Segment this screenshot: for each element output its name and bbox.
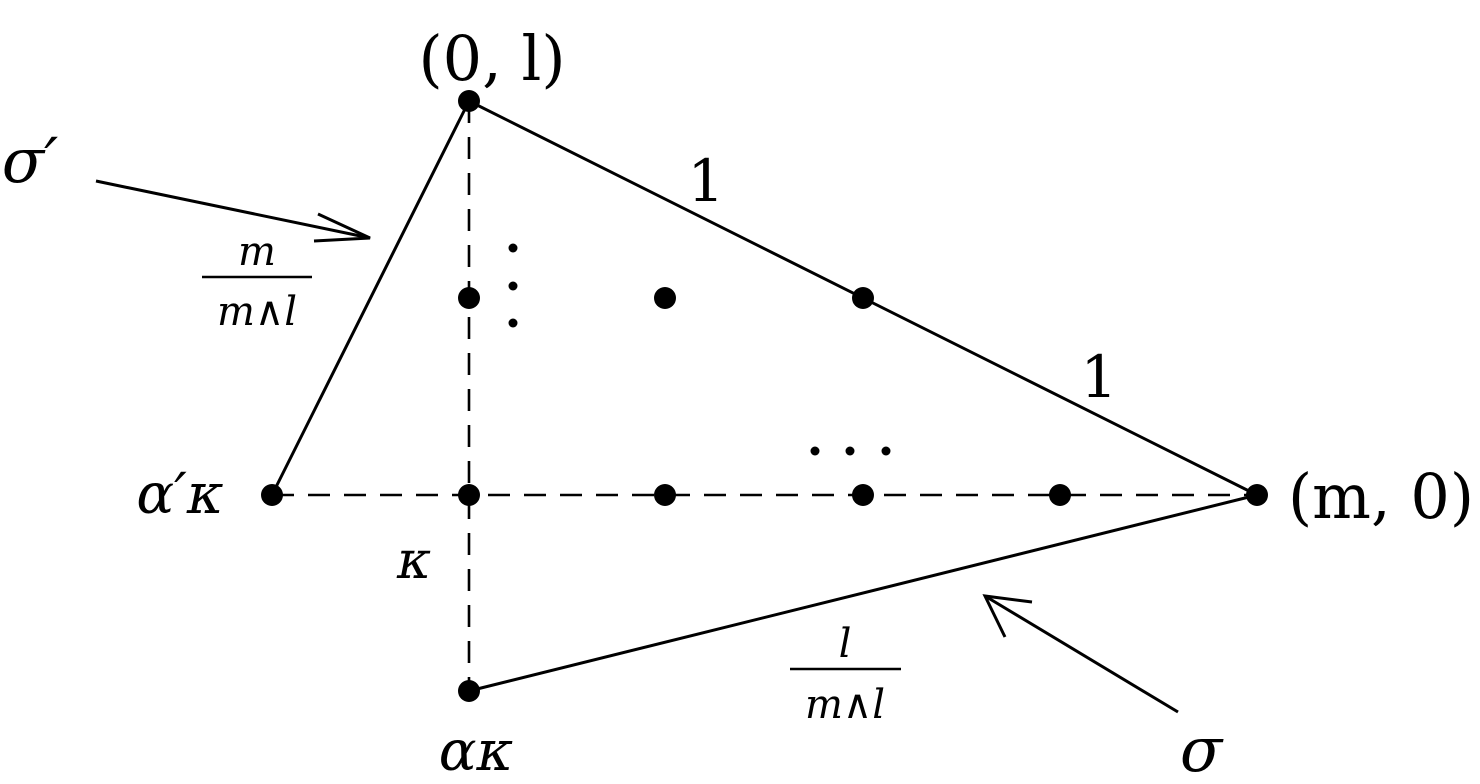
point-0-l: [458, 90, 480, 112]
point-origin: [458, 484, 480, 506]
frac-left-numerator: m: [238, 229, 276, 275]
frac-bottom-denominator: m∧l: [805, 682, 885, 728]
vertical-ellipsis: [508, 243, 518, 328]
frac-left-denominator: m∧l: [217, 289, 297, 335]
point-row-3: [1049, 484, 1071, 506]
point-row-1: [654, 484, 676, 506]
edge-alpha-to-right: [468, 493, 1258, 693]
label-edge-upper-b: 1: [1081, 343, 1118, 411]
point-upper-middle: [654, 287, 676, 309]
arrow-sigma-prime-shaft: [95, 179, 371, 240]
point-alpha-prime-kappa: [261, 484, 283, 506]
point-alpha-kappa: [458, 680, 480, 702]
label-sigma: σ: [1180, 713, 1224, 784]
label-alpha-kappa: ακ: [439, 719, 514, 784]
point-upper-left: [458, 287, 480, 309]
horizontal-ellipsis: [810, 446, 891, 456]
arrow-sigma-prime-head: [313, 212, 371, 243]
label-vertex-top: (0, l): [418, 22, 565, 95]
label-sigma-prime: σ′: [2, 124, 58, 197]
label-vertex-right: (m, 0): [1288, 460, 1474, 533]
arrow-sigma-head: [982, 594, 1033, 638]
arrow-sigma-shaft: [984, 594, 1179, 714]
label-alpha-prime-kappa: α′κ: [136, 462, 223, 527]
edge-top-to-alpha-prime: [270, 100, 471, 496]
point-upper-edge: [852, 287, 874, 309]
label-kappa: κ: [396, 531, 431, 591]
frac-bottom-numerator: l: [839, 621, 852, 667]
point-row-2: [852, 484, 874, 506]
point-m-0: [1246, 484, 1268, 506]
label-edge-upper-a: 1: [688, 147, 725, 215]
